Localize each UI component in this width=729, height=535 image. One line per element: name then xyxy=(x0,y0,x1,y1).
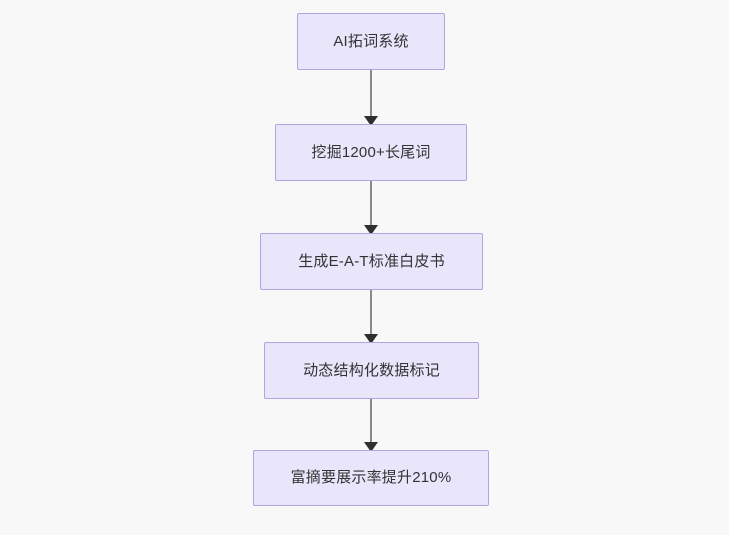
flow-node-ai-keyword-system[interactable]: AI拓词系统 xyxy=(297,13,445,70)
flow-node-generate-eat-whitepaper[interactable]: 生成E-A-T标准白皮书 xyxy=(260,233,483,290)
flow-edge-n4-n5 xyxy=(364,399,378,452)
edge-line xyxy=(370,290,373,334)
flow-node-label: 挖掘1200+长尾词 xyxy=(311,143,431,161)
flow-node-label: 生成E-A-T标准白皮书 xyxy=(298,252,445,270)
edge-line xyxy=(370,399,373,442)
flow-node-label: 动态结构化数据标记 xyxy=(303,361,440,379)
edge-line xyxy=(370,181,373,225)
flow-node-label: AI拓词系统 xyxy=(333,32,409,50)
flow-node-label: 富摘要展示率提升210% xyxy=(290,469,452,486)
flow-edge-n1-n2 xyxy=(364,70,378,126)
flow-node-dynamic-structured-data-markup[interactable]: 动态结构化数据标记 xyxy=(264,342,479,399)
flow-node-mine-longtail-keywords[interactable]: 挖掘1200+长尾词 xyxy=(275,124,467,181)
flow-edge-n2-n3 xyxy=(364,181,378,235)
flow-node-rich-snippet-impression-lift[interactable]: 富摘要展示率提升210% xyxy=(253,450,489,506)
flow-edge-n3-n4 xyxy=(364,290,378,344)
edge-line xyxy=(370,70,373,116)
